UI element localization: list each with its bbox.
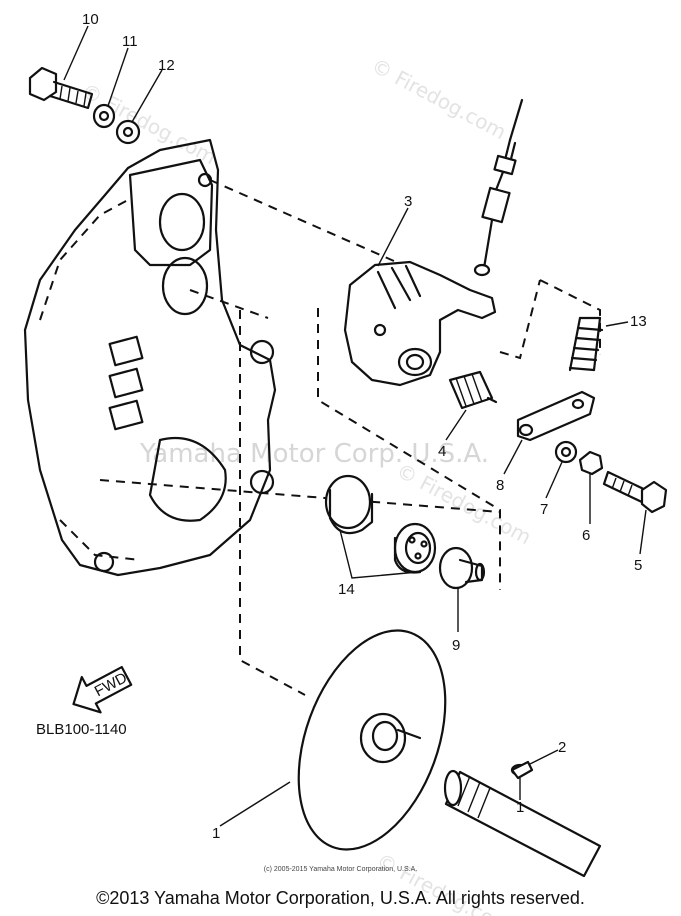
leader-line — [239, 310, 306, 696]
callout-11: 11 — [122, 33, 138, 50]
assembly-box — [317, 308, 501, 590]
watermark-firedog: © Firedog.com — [368, 53, 511, 144]
copyright-notice: ©2013 Yamaha Motor Corporation, U.S.A. A… — [96, 888, 585, 908]
bolt-5 — [602, 470, 668, 514]
callout-12: 12 — [158, 57, 175, 74]
key-2 — [510, 760, 534, 780]
small-copyright: (c) 2005-2015 Yamaha Motor Corporation, … — [263, 866, 418, 873]
washer-7 — [554, 440, 578, 464]
cap-14 — [324, 474, 437, 574]
crankcase-cover — [23, 138, 277, 577]
shaft — [443, 763, 602, 878]
lever-8 — [516, 390, 596, 442]
callout-4: 4 — [438, 443, 446, 460]
pulley-9 — [438, 546, 486, 590]
callout-8: 8 — [496, 477, 504, 494]
clutch-cable — [473, 98, 524, 277]
washer-12 — [115, 119, 141, 145]
callout-3: 3 — [404, 193, 412, 210]
nut-6 — [578, 450, 604, 476]
callout-1: 1 — [212, 825, 220, 842]
lever-housing-3 — [343, 260, 497, 387]
callout-13: 13 — [630, 313, 647, 330]
primary-sheave-1 — [297, 629, 447, 851]
callout-2: 2 — [558, 739, 566, 756]
callout-14: 14 — [338, 581, 355, 598]
diagram-code: BLB100-1140 — [36, 721, 127, 738]
callout-10: 10 — [82, 11, 99, 28]
callout-1-shaft: 1 — [516, 799, 524, 816]
bolt-10 — [28, 66, 94, 110]
callout-5: 5 — [634, 557, 642, 574]
leader-line — [99, 479, 501, 513]
spring-13 — [568, 316, 604, 372]
callout-7: 7 — [540, 501, 548, 518]
watermark-yamaha: Yamaha Motor Corp. U.S.A. — [139, 439, 489, 469]
leader-line — [189, 289, 269, 319]
fwd-arrow: FWD — [72, 665, 133, 714]
adjuster-4 — [448, 370, 498, 410]
washer-11 — [92, 103, 116, 129]
callout-6: 6 — [582, 527, 590, 544]
callout-9: 9 — [452, 637, 460, 654]
